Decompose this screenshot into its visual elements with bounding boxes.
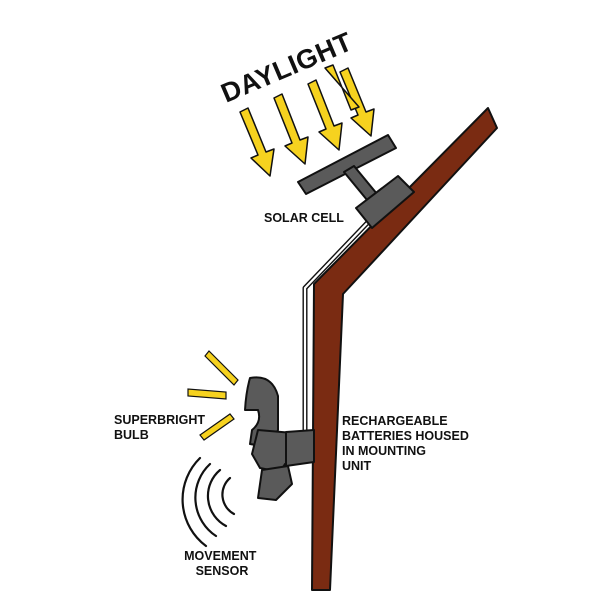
cable bbox=[302, 216, 374, 432]
movement-sensor bbox=[257, 465, 293, 501]
bulb-label: SUPERBRIGHT BULB bbox=[114, 413, 208, 442]
superbright-bulb bbox=[244, 376, 279, 446]
battery-housing bbox=[285, 429, 315, 467]
light-rays-icon bbox=[187, 350, 239, 441]
motion-waves-icon bbox=[181, 456, 236, 548]
battery-label: RECHARGEABLE BATTERIES HOUSED IN MOUNTIN… bbox=[342, 414, 472, 473]
sensor-label: MOVEMENT SENSOR bbox=[184, 549, 260, 578]
daylight-title: DAYLIGHT bbox=[217, 26, 357, 108]
bulb-label-line1: SUPERBRIGHT bbox=[114, 413, 205, 427]
sun-rays-icon bbox=[239, 64, 375, 177]
sun-ray-arrow bbox=[273, 93, 309, 165]
solar-cell bbox=[297, 134, 415, 229]
lamp-unit bbox=[244, 376, 315, 501]
sensor-label-line1: MOVEMENT bbox=[184, 549, 257, 563]
battery-label-line1: RECHARGEABLE bbox=[342, 414, 448, 428]
sun-ray-arrow bbox=[307, 79, 343, 151]
sensor-label-line2: SENSOR bbox=[196, 564, 249, 578]
battery-label-line3: IN MOUNTING bbox=[342, 444, 426, 458]
solar-mount-base bbox=[355, 175, 415, 229]
sun-ray-arrow bbox=[324, 64, 360, 111]
bulb-label-line2: BULB bbox=[114, 428, 149, 442]
sun-ray-arrow bbox=[339, 67, 375, 137]
solar-cell-label: SOLAR CELL bbox=[264, 211, 344, 225]
solar-panel bbox=[297, 134, 397, 195]
battery-label-line2: BATTERIES HOUSED bbox=[342, 429, 469, 443]
battery-label-line4: UNIT bbox=[342, 459, 372, 473]
sun-ray-arrow bbox=[239, 107, 275, 177]
wall bbox=[311, 107, 498, 591]
